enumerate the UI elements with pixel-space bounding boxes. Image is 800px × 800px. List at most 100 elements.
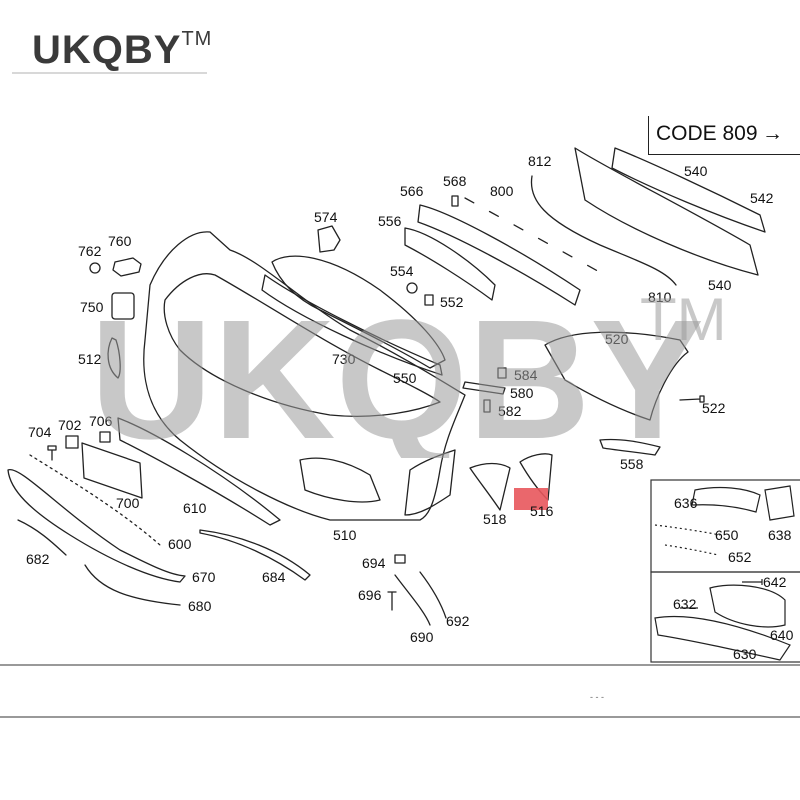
callout-510: 510 xyxy=(333,527,357,543)
part-568 xyxy=(451,195,459,207)
part-690 xyxy=(394,574,431,626)
callout-554: 554 xyxy=(390,263,414,279)
part-516 xyxy=(519,453,553,501)
callout-512: 512 xyxy=(78,351,102,367)
callout-640: 640 xyxy=(770,627,794,643)
callout-682: 682 xyxy=(26,551,50,567)
part-642 xyxy=(742,579,763,585)
callout-696: 696 xyxy=(358,587,382,603)
part-554 xyxy=(406,282,418,294)
part-700 xyxy=(81,442,143,499)
brand-logo: UKQBYTM xyxy=(32,28,212,73)
part-670 xyxy=(7,469,186,583)
impact-beam-540 xyxy=(574,147,759,276)
callout-550: 550 xyxy=(393,370,417,386)
grille-730 xyxy=(271,255,446,369)
part-512 xyxy=(107,337,121,379)
part-704 xyxy=(47,445,57,461)
callout-652: 652 xyxy=(728,549,752,565)
callout-638: 638 xyxy=(768,527,792,543)
part-636 xyxy=(691,486,761,513)
callout-694: 694 xyxy=(362,555,386,571)
part-692 xyxy=(419,571,447,619)
part-696 xyxy=(387,591,397,611)
part-518 xyxy=(469,462,511,511)
part-680 xyxy=(84,564,181,606)
part-600 xyxy=(29,454,161,546)
callout-566: 566 xyxy=(400,183,424,199)
code-note-label: CODE 809 xyxy=(656,122,758,145)
callout-584: 584 xyxy=(514,367,538,383)
part-566 xyxy=(417,204,581,306)
part-750 xyxy=(111,292,135,320)
bumper-cover-510 xyxy=(143,231,466,521)
callout-700: 700 xyxy=(116,495,140,511)
part-762 xyxy=(89,262,101,274)
brand-header: UKQBYTM xyxy=(0,0,800,74)
callout-540a: 540 xyxy=(684,163,708,179)
callout-812: 812 xyxy=(528,153,552,169)
callout-650: 650 xyxy=(715,527,739,543)
callout-556: 556 xyxy=(378,213,402,229)
callout-702: 702 xyxy=(58,417,82,433)
callout-522: 522 xyxy=(702,400,726,416)
part-558 xyxy=(599,438,661,456)
bumper-lower-intake xyxy=(299,457,381,503)
part-682 xyxy=(17,519,67,556)
callout-552: 552 xyxy=(440,294,464,310)
part-702 xyxy=(65,435,79,449)
code-note-box xyxy=(648,116,800,155)
callout-636: 636 xyxy=(674,495,698,511)
callout-600: 600 xyxy=(168,536,192,552)
callout-642: 642 xyxy=(763,574,787,590)
callout-632: 632 xyxy=(673,596,697,612)
part-760 xyxy=(112,257,142,277)
bumper-right-side xyxy=(404,449,456,516)
callout-762: 762 xyxy=(78,243,102,259)
part-706 xyxy=(99,431,111,443)
callout-684: 684 xyxy=(262,569,286,585)
callout-690: 690 xyxy=(410,629,434,645)
callout-568: 568 xyxy=(443,173,467,189)
callout-582: 582 xyxy=(498,403,522,419)
callout-518: 518 xyxy=(483,511,507,527)
part-610 xyxy=(117,417,281,526)
part-630 xyxy=(654,615,791,661)
part-582 xyxy=(483,399,491,413)
part-520 xyxy=(544,331,689,421)
callout-520: 520 xyxy=(605,331,629,347)
callout-750: 750 xyxy=(80,299,104,315)
part-522 xyxy=(679,395,705,403)
callout-730: 730 xyxy=(332,351,356,367)
callout-800: 800 xyxy=(490,183,514,199)
part-638 xyxy=(764,485,795,521)
callout-704: 704 xyxy=(28,424,52,440)
callout-760: 760 xyxy=(108,233,132,249)
part-684 xyxy=(199,529,311,581)
part-584 xyxy=(497,367,507,379)
grille-frame-550 xyxy=(261,274,443,376)
callout-630: 630 xyxy=(733,646,757,662)
part-650 xyxy=(654,524,721,536)
part-694 xyxy=(394,554,406,564)
brand-name: UKQBY xyxy=(32,28,182,72)
arrow-right-icon: → xyxy=(762,122,783,145)
part-800 xyxy=(464,197,606,276)
callout-706: 706 xyxy=(89,413,113,429)
callout-670: 670 xyxy=(192,569,216,585)
highlight-516 xyxy=(514,488,548,510)
part-574 xyxy=(317,225,341,253)
callout-610: 610 xyxy=(183,500,207,516)
callout-810: 810 xyxy=(648,289,672,305)
callout-580: 580 xyxy=(510,385,534,401)
bumper-grille-opening xyxy=(163,273,441,417)
brand-trademark: TM xyxy=(181,28,213,50)
part-556 xyxy=(404,227,496,301)
part-580 xyxy=(462,381,506,395)
footer-mark: - - - xyxy=(590,692,604,702)
callout-680: 680 xyxy=(188,598,212,614)
part-552 xyxy=(424,294,434,306)
impact-beam-upper xyxy=(611,147,766,233)
cable-810 xyxy=(530,175,677,286)
